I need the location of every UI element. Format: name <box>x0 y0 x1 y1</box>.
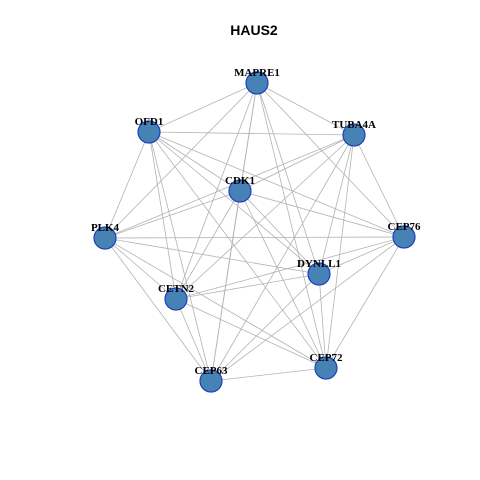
diagram-title: HAUS2 <box>230 22 278 38</box>
node-plk4 <box>93 226 117 250</box>
node-cep72 <box>314 356 338 380</box>
edge-ofd1-cdk1 <box>148 131 241 192</box>
edge-plk4-cetn2 <box>104 237 177 300</box>
edge-cep76-cep63 <box>210 236 405 382</box>
edge-dynll1-cetn2 <box>175 273 320 300</box>
edge-tuba4a-ofd1 <box>148 131 355 136</box>
node-tuba4a <box>342 123 366 147</box>
node-label-plk4: PLK4 <box>91 222 120 234</box>
node-label-mapre1: MAPRE1 <box>234 67 280 79</box>
edge-cetn2-cep72 <box>175 298 327 369</box>
edge-mapre1-cep76 <box>256 82 405 238</box>
edge-cdk1-plk4 <box>104 190 241 239</box>
node-label-cep76: CEP76 <box>388 221 422 233</box>
edge-cetn2-cep63 <box>175 298 212 382</box>
edges-layer <box>104 82 405 382</box>
node-label-cep72: CEP72 <box>310 352 344 364</box>
node-label-cetn2: CETN2 <box>158 283 195 295</box>
node-label-tuba4a: TUBA4A <box>332 119 376 131</box>
edge-tuba4a-dynll1 <box>318 134 355 275</box>
node-dynll1 <box>307 262 331 286</box>
edge-ofd1-plk4 <box>104 131 150 239</box>
node-label-cdk1: CDK1 <box>225 175 255 187</box>
edge-ofd1-cep76 <box>148 131 405 238</box>
edge-cdk1-cep76 <box>239 190 405 238</box>
edge-plk4-cep72 <box>104 237 327 369</box>
edge-plk4-dynll1 <box>104 237 320 275</box>
node-cep63 <box>199 369 223 393</box>
edge-mapre1-tuba4a <box>256 82 355 136</box>
edge-dynll1-cep72 <box>318 273 327 369</box>
node-label-cep63: CEP63 <box>195 365 229 377</box>
edge-mapre1-ofd1 <box>148 82 258 133</box>
node-cep76 <box>392 225 416 249</box>
edge-mapre1-plk4 <box>104 82 258 239</box>
node-ofd1 <box>137 120 161 144</box>
edge-tuba4a-cep72 <box>325 134 355 369</box>
node-label-ofd1: OFD1 <box>135 116 164 128</box>
edge-ofd1-dynll1 <box>148 131 320 275</box>
edge-ofd1-cep63 <box>148 131 212 382</box>
edge-dynll1-cep63 <box>210 273 320 382</box>
edge-cep72-cep63 <box>210 367 327 382</box>
edge-cdk1-cetn2 <box>175 190 241 300</box>
nodes-layer <box>93 71 416 393</box>
edge-plk4-cep76 <box>104 236 405 239</box>
edge-cdk1-dynll1 <box>239 190 320 275</box>
node-cetn2 <box>164 287 188 311</box>
edge-mapre1-cetn2 <box>175 82 258 300</box>
edge-cep76-dynll1 <box>318 236 405 275</box>
edge-cdk1-cep63 <box>210 190 241 382</box>
edge-ofd1-cetn2 <box>148 131 177 300</box>
edge-mapre1-dynll1 <box>256 82 320 275</box>
edge-cep76-cep72 <box>325 236 405 369</box>
edge-ofd1-cep72 <box>148 131 327 369</box>
node-mapre1 <box>245 71 269 95</box>
node-cdk1 <box>228 179 252 203</box>
edge-tuba4a-cep63 <box>210 134 355 382</box>
edge-plk4-cep63 <box>104 237 212 382</box>
edge-cdk1-cep72 <box>239 190 327 369</box>
node-label-dynll1: DYNLL1 <box>297 258 341 270</box>
edge-cep76-cetn2 <box>175 236 405 300</box>
edge-tuba4a-cdk1 <box>239 134 355 192</box>
edge-mapre1-cep72 <box>256 82 327 369</box>
edge-tuba4a-cep76 <box>353 134 405 238</box>
